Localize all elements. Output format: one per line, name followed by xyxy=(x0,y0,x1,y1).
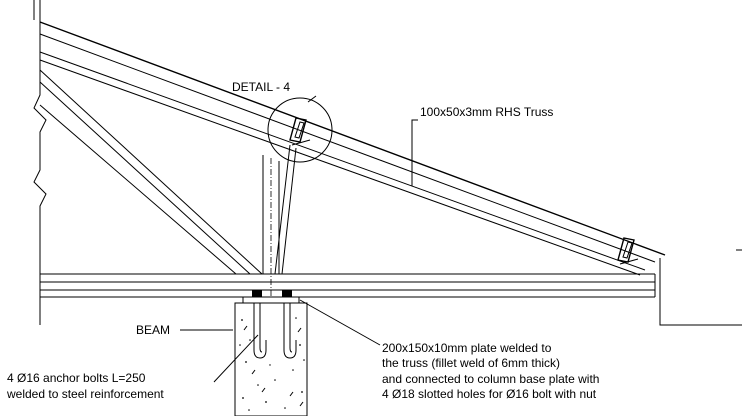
plate-note-line-1: 200x150x10mm plate welded to xyxy=(382,341,552,355)
purlin-clip-right xyxy=(617,237,639,265)
anchor-bolts-note-line-2: welded to steel reinforcement xyxy=(6,387,164,401)
plate-note-line-2: the truss (fillet weld of 6mm thick) xyxy=(382,356,560,370)
beam-label: BEAM xyxy=(136,323,170,337)
web-diagonals xyxy=(39,69,297,275)
truss-label: 100x50x3mm RHS Truss xyxy=(420,105,553,119)
anchor-bolts-note-line-1: 4 Ø16 anchor bolts L=250 xyxy=(7,371,146,385)
top-chord xyxy=(39,21,666,276)
bottom-chord xyxy=(40,273,656,298)
anchor-bolts xyxy=(253,303,297,359)
concrete-column xyxy=(234,302,308,416)
detail-circle xyxy=(267,97,333,163)
detail-label: DETAIL - 4 xyxy=(232,80,290,94)
plate-note-line-4: 4 Ø18 slotted holes for Ø16 bolt with nu… xyxy=(382,387,597,401)
right-parapet xyxy=(659,258,742,326)
plate-note-line-3: and connected to column base plate with xyxy=(382,372,599,386)
leader-lines xyxy=(180,95,418,383)
purlin-clip-detail xyxy=(289,117,311,146)
left-wall xyxy=(33,0,47,325)
